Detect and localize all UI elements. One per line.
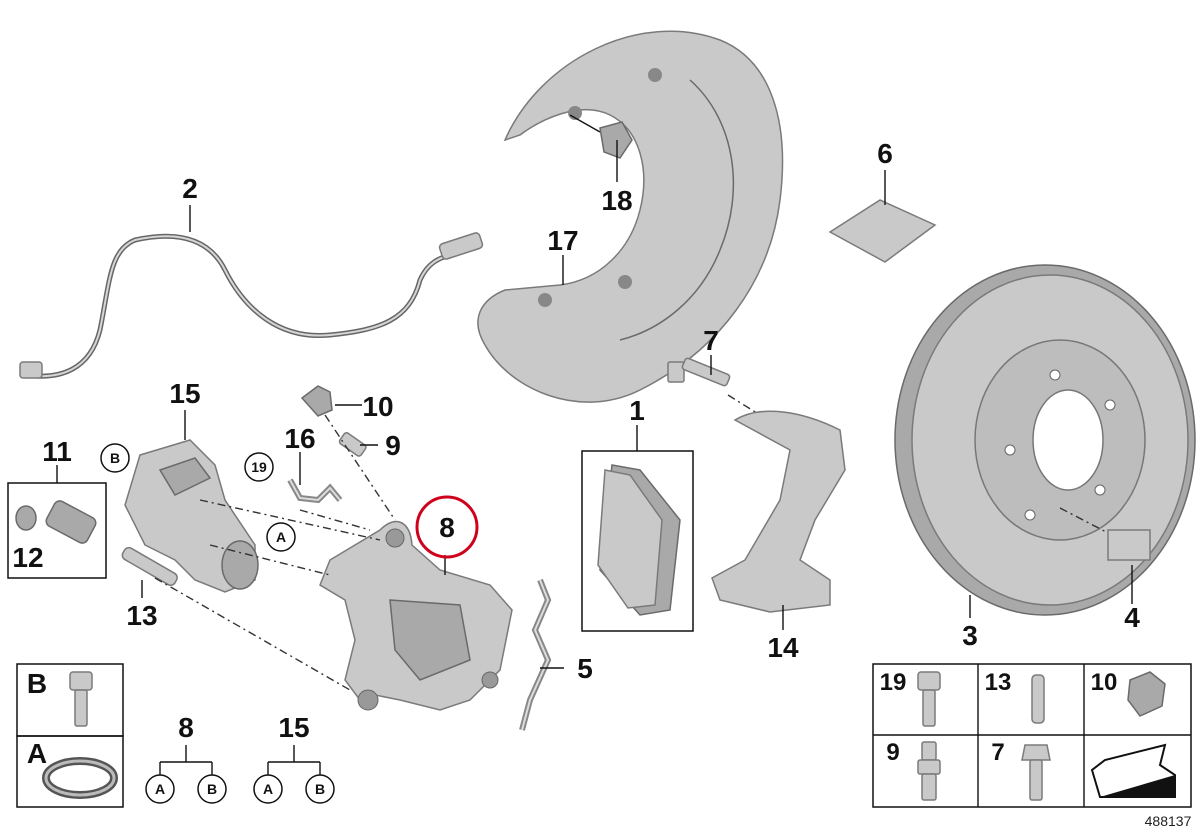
legend-left: B A [16,663,124,808]
label-11: 11 [42,436,72,467]
pin-icon [1031,674,1045,724]
label-8: 8 [439,512,455,543]
carrier-bolt-part[interactable] [667,357,761,416]
brake-pads-part[interactable] [581,450,694,632]
guide-pin-part[interactable] [121,546,179,587]
label-13: 13 [126,600,157,631]
label-7: 7 [703,325,719,356]
diagram-code: 488137 [1145,813,1192,829]
legend-7: 7 [991,739,1004,766]
assembly-lines [154,414,396,691]
legend-10: 10 [1091,669,1118,696]
callout-a: A [266,522,296,552]
svg-text:15: 15 [278,712,309,743]
label-6: 6 [877,138,893,169]
svg-text:B: B [207,781,217,797]
speed-sensor-cable-part[interactable] [19,232,484,379]
legend-9: 9 [886,739,899,766]
highlight-8[interactable]: 8 [415,495,479,559]
grease-packet-part[interactable] [828,199,937,263]
disc-screw-part[interactable] [1059,507,1151,561]
legend-right: 19 13 10 9 7 [872,663,1192,808]
brake-shield-part[interactable] [477,30,784,403]
callout-19: 19 [244,452,274,482]
bleeder-icon [917,741,941,801]
label-4: 4 [1124,602,1140,633]
brake-disc-part[interactable] [894,264,1196,616]
highlight-circle [415,495,479,559]
tree-15: 15 A B [253,712,335,804]
label-17: 17 [547,225,578,256]
legend-19: 19 [880,669,907,696]
callout-b: B [100,443,130,473]
hex-bolt-icon [1021,744,1051,801]
svg-text:B: B [315,781,325,797]
bushing-part[interactable] [15,499,98,545]
dust-cap-part[interactable] [300,385,333,417]
label-14: 14 [767,632,799,663]
caliper-carrier-part[interactable] [711,410,846,613]
label-3: 3 [962,620,978,651]
cap-screw-icon [917,671,941,727]
label-10: 10 [362,391,393,422]
brake-caliper-part[interactable] [319,520,513,711]
svg-text:8: 8 [178,712,194,743]
tree-8: 8 A B [145,712,227,804]
label-1: 1 [629,395,645,426]
label-18: 18 [601,185,632,216]
svg-text:A: A [263,781,273,797]
label-16: 16 [284,423,315,454]
socket-screw-icon [69,671,93,727]
svg-text:A: A [276,529,286,545]
bracket-part[interactable] [287,478,343,504]
dust-cap-icon [1127,671,1166,717]
label-15: 15 [169,378,200,409]
o-ring-icon [42,757,118,799]
label-2: 2 [182,173,198,204]
parking-brake-motor-part[interactable] [124,439,259,593]
legend-13: 13 [985,669,1012,696]
legend-row-b: B [27,668,47,699]
arrow-symbol-icon [1090,743,1176,798]
legend-row-a: A [27,738,47,769]
label-5: 5 [577,653,593,684]
svg-text:B: B [110,450,120,466]
spring-clip-part[interactable] [519,578,552,731]
label-12: 12 [12,542,43,573]
shield-bolt-part[interactable] [569,114,633,159]
label-9: 9 [385,430,401,461]
leader-lines [56,140,1133,669]
svg-text:A: A [155,781,165,797]
svg-text:19: 19 [251,459,267,475]
